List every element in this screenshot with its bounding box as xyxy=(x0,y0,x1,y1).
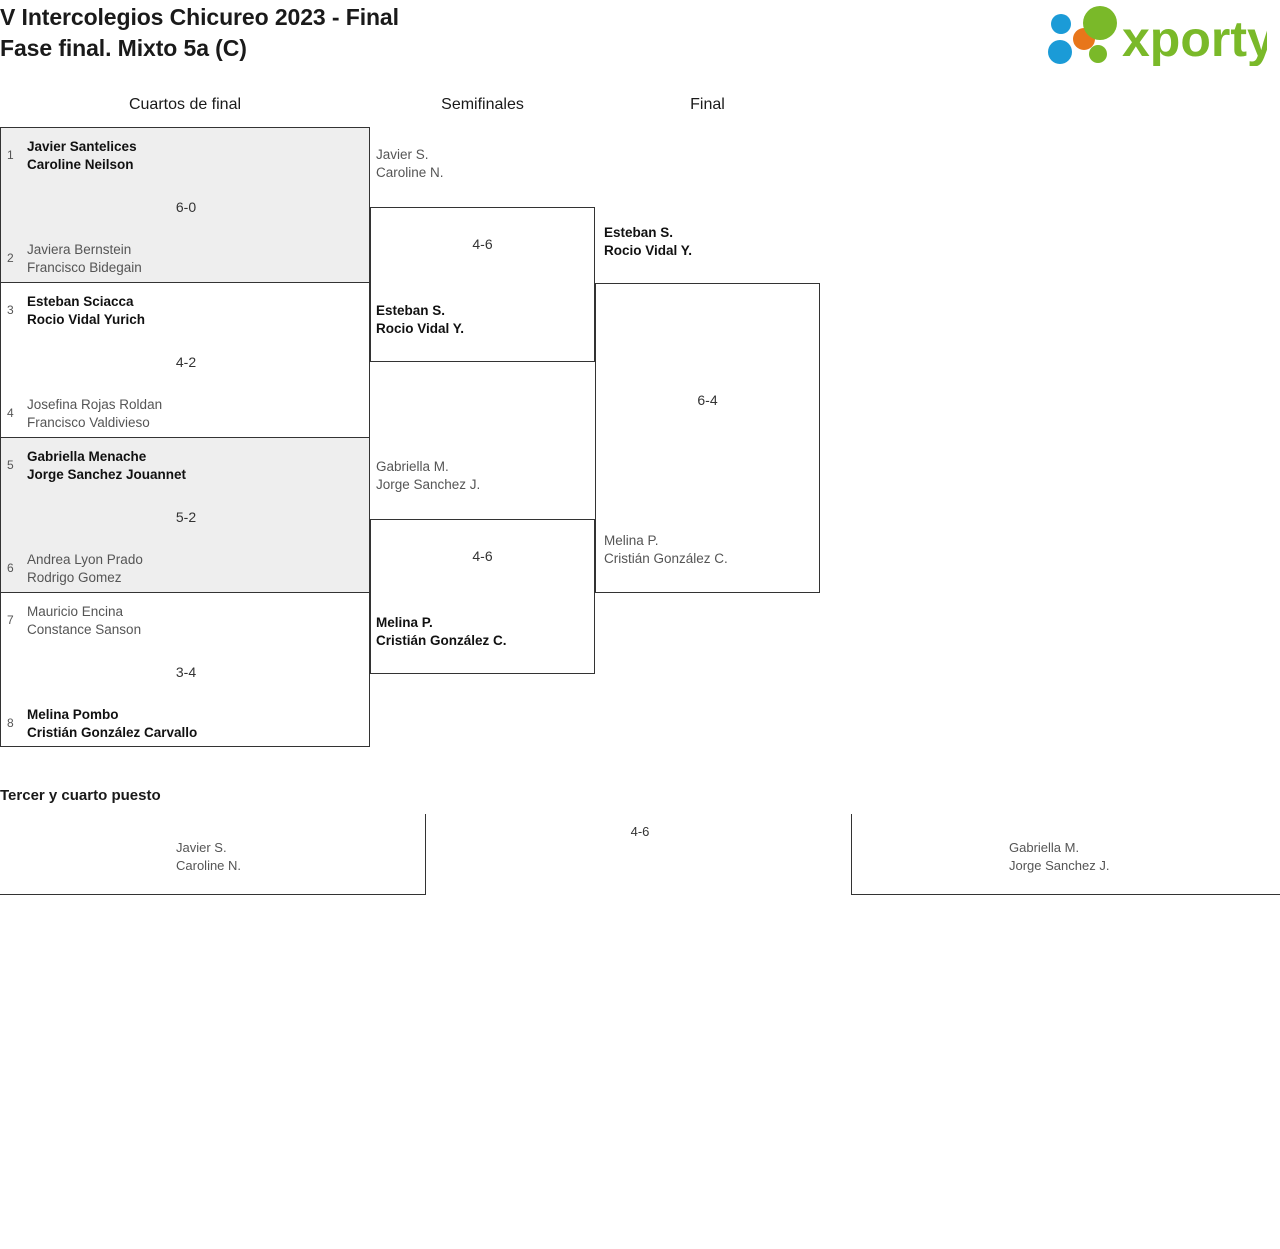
player-2: Cristián González C. xyxy=(604,551,728,566)
match-score: 6-4 xyxy=(697,392,718,408)
seed-number: 5 xyxy=(7,458,14,472)
player-2: Francisco Valdivieso xyxy=(27,415,150,430)
third-place-left-frame xyxy=(0,814,426,895)
player-1: Melina P. xyxy=(604,533,659,548)
player-1: Gabriella Menache xyxy=(27,449,147,464)
seed-number: 8 xyxy=(7,716,14,730)
player-1: Esteban S. xyxy=(376,303,446,318)
seed-number: 6 xyxy=(7,561,14,575)
player-2: Francisco Bidegain xyxy=(27,260,142,275)
seed-number: 7 xyxy=(7,613,14,627)
page-title-line2: Fase final. Mixto 5a (C) xyxy=(0,35,247,61)
team-name-loser: Javier S. Caroline N. xyxy=(376,146,444,182)
player-1: Esteban S. xyxy=(604,225,674,240)
player-1: Josefina Rojas Roldan xyxy=(27,397,163,412)
semifinal-1-frame xyxy=(370,207,595,362)
team-name-runner-up: Melina P. Cristián González C. xyxy=(604,532,728,568)
player-1: Melina P. xyxy=(376,615,433,630)
player-2: Rocio Vidal Y. xyxy=(376,321,465,336)
player-1: Javiera Bernstein xyxy=(27,242,132,257)
third-place-title: Tercer y cuarto puesto xyxy=(0,787,161,804)
player-2: Jorge Sanchez J. xyxy=(1009,857,1110,873)
player-2: Caroline N. xyxy=(176,857,242,873)
seed-number: 3 xyxy=(7,303,14,317)
player-1: Melina Pombo xyxy=(27,707,119,722)
player-1: Gabriella M. xyxy=(376,459,449,474)
player-2: Caroline Neilson xyxy=(27,157,134,172)
logo-wordmark: xporty xyxy=(1122,11,1267,66)
player-1: Javier S. xyxy=(176,840,227,855)
player-1: Andrea Lyon Prado xyxy=(27,552,143,567)
player-2: Caroline N. xyxy=(376,165,444,180)
player-2: Rocio Vidal Yurich xyxy=(27,312,146,327)
seed-number: 4 xyxy=(7,406,14,420)
team-name-winner: Esteban S. Rocio Vidal Y. xyxy=(604,224,692,260)
player-2: Rodrigo Gomez xyxy=(27,570,122,585)
player-2: Jorge Sanchez Jouannet xyxy=(27,467,187,482)
player-1: Esteban Sciacca xyxy=(27,294,134,309)
team-name-winner: Esteban S. Rocio Vidal Y. xyxy=(376,302,464,338)
match-score: 5-2 xyxy=(175,509,197,525)
player-1: Mauricio Encina xyxy=(27,604,124,619)
player-2: Constance Sanson xyxy=(27,622,142,637)
match-score: 6-0 xyxy=(175,199,197,215)
round-header-final: Final xyxy=(690,96,725,113)
seed-number: 2 xyxy=(7,251,14,265)
player-1: Javier S. xyxy=(376,147,429,162)
xporty-logo-svg: xporty xyxy=(1048,6,1275,67)
logo-dot-green-large xyxy=(1083,6,1117,40)
round-header-semifinals: Semifinales xyxy=(441,96,524,113)
player-1: Gabriella M. xyxy=(1009,840,1080,855)
third-place-score: 4-6 xyxy=(630,824,650,839)
player-2: Cristián González C. xyxy=(376,633,507,648)
team-name-winner: Melina P. Cristián González C. xyxy=(376,614,507,650)
round-header-quarterfinals: Cuartos de final xyxy=(128,96,242,113)
final-frame xyxy=(595,283,820,593)
semifinal-2-frame xyxy=(370,519,595,674)
match-score: 3-4 xyxy=(175,664,197,680)
page-title-line1: V Intercolegios Chicureo 2023 - Final xyxy=(0,4,399,30)
logo-dot-blue-bottom xyxy=(1048,40,1072,64)
player-1: Javier Santelices xyxy=(27,139,137,154)
player-2: Jorge Sanchez J. xyxy=(376,477,481,492)
player-2: Cristián González Carvallo xyxy=(27,725,198,740)
seed-number: 1 xyxy=(7,148,14,162)
third-place-right-frame xyxy=(851,814,1280,895)
logo-dot-green-small xyxy=(1089,45,1107,63)
page-title: V Intercolegios Chicureo 2023 - Final Fa… xyxy=(0,2,399,64)
player-2: Rocio Vidal Y. xyxy=(604,243,693,258)
third-place-team-left: Javier S. Caroline N. xyxy=(176,839,241,874)
xporty-logo: xporty xyxy=(1042,6,1275,67)
match-score: 4-6 xyxy=(472,236,493,252)
match-score: 4-6 xyxy=(472,548,493,564)
team-name-loser: Gabriella M. Jorge Sanchez J. xyxy=(376,458,480,494)
logo-dot-blue-top xyxy=(1051,14,1071,34)
third-place-team-right: Gabriella M. Jorge Sanchez J. xyxy=(1009,839,1109,874)
match-score: 4-2 xyxy=(175,354,197,370)
